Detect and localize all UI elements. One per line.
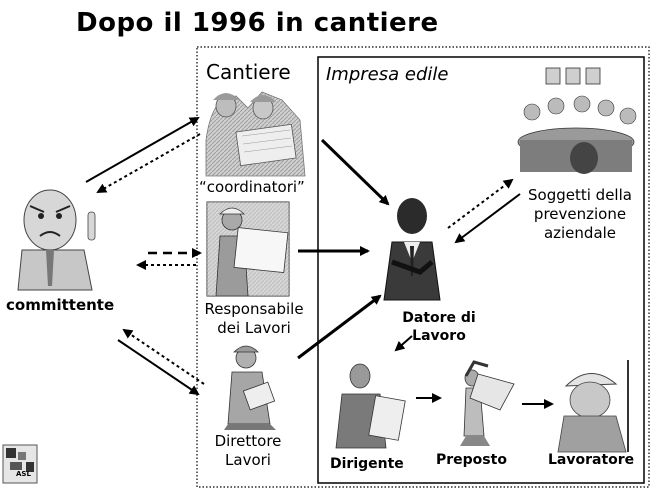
impresa-label: Impresa edile [326, 64, 449, 85]
soggetti-label: Soggetti della prevenzione aziendale [512, 186, 648, 242]
responsabile-label: Responsabile dei Lavori [196, 300, 312, 338]
arrow-committente-direttore [117, 339, 200, 396]
cantiere-label: Cantiere [206, 60, 291, 84]
arrow-direttore-committente [122, 328, 205, 385]
businessman-icon [383, 198, 441, 301]
cantiere-frame [196, 46, 650, 488]
asl-logo-text: ASL [16, 470, 31, 478]
responsabile-label-line2: dei Lavori [217, 318, 291, 337]
arrow-direttore-datore [297, 294, 382, 360]
datore-label: Datore di Lavoro [396, 310, 482, 345]
direttore-label-line2: Lavori [225, 450, 271, 469]
surveyor-icon [460, 360, 515, 446]
engineer-with-blueprint-icon [206, 201, 290, 297]
soggetti-label-line3: aziendale [543, 223, 617, 242]
arrow-datore-dirigente [394, 335, 413, 352]
impresa-frame [317, 56, 645, 484]
datore-label-line2: Lavoro [412, 327, 466, 344]
worker-with-helmet-icon [557, 360, 629, 453]
angry-client-icon [17, 189, 96, 291]
lavoratore-label: Lavoratore [548, 452, 635, 468]
datore-label-line1: Datore di [402, 310, 476, 326]
soggetti-label-line1: Soggetti della [528, 186, 632, 204]
inspector-with-clipboard-icon [224, 345, 276, 430]
arrow-coordinatori-datore [320, 138, 390, 206]
arrow-datore-soggetti [447, 178, 514, 229]
manager-with-document-icon [335, 363, 406, 449]
direttore-label-line1: Direttore [214, 432, 282, 450]
coordinatori-label: “coordinatori” [199, 178, 305, 196]
responsabile-label-line1: Responsabile [204, 300, 304, 318]
arrow-soggetti-datore [454, 193, 521, 244]
committente-label: committente [6, 296, 115, 314]
direttore-label: Direttore Lavori [205, 432, 291, 470]
dirigente-label: Dirigente [330, 456, 404, 472]
arrow-coordinatori-committente [96, 133, 201, 193]
preposto-label: Preposto [436, 452, 507, 468]
page-title: Dopo il 1996 in cantiere [76, 8, 439, 38]
asl-logo-icon [2, 444, 38, 484]
coordinators-meeting-icon [200, 82, 306, 177]
arrow-committente-coordinatori [85, 117, 200, 183]
soggetti-label-line2: prevenzione [533, 204, 627, 223]
office-meeting-icon [517, 67, 637, 174]
